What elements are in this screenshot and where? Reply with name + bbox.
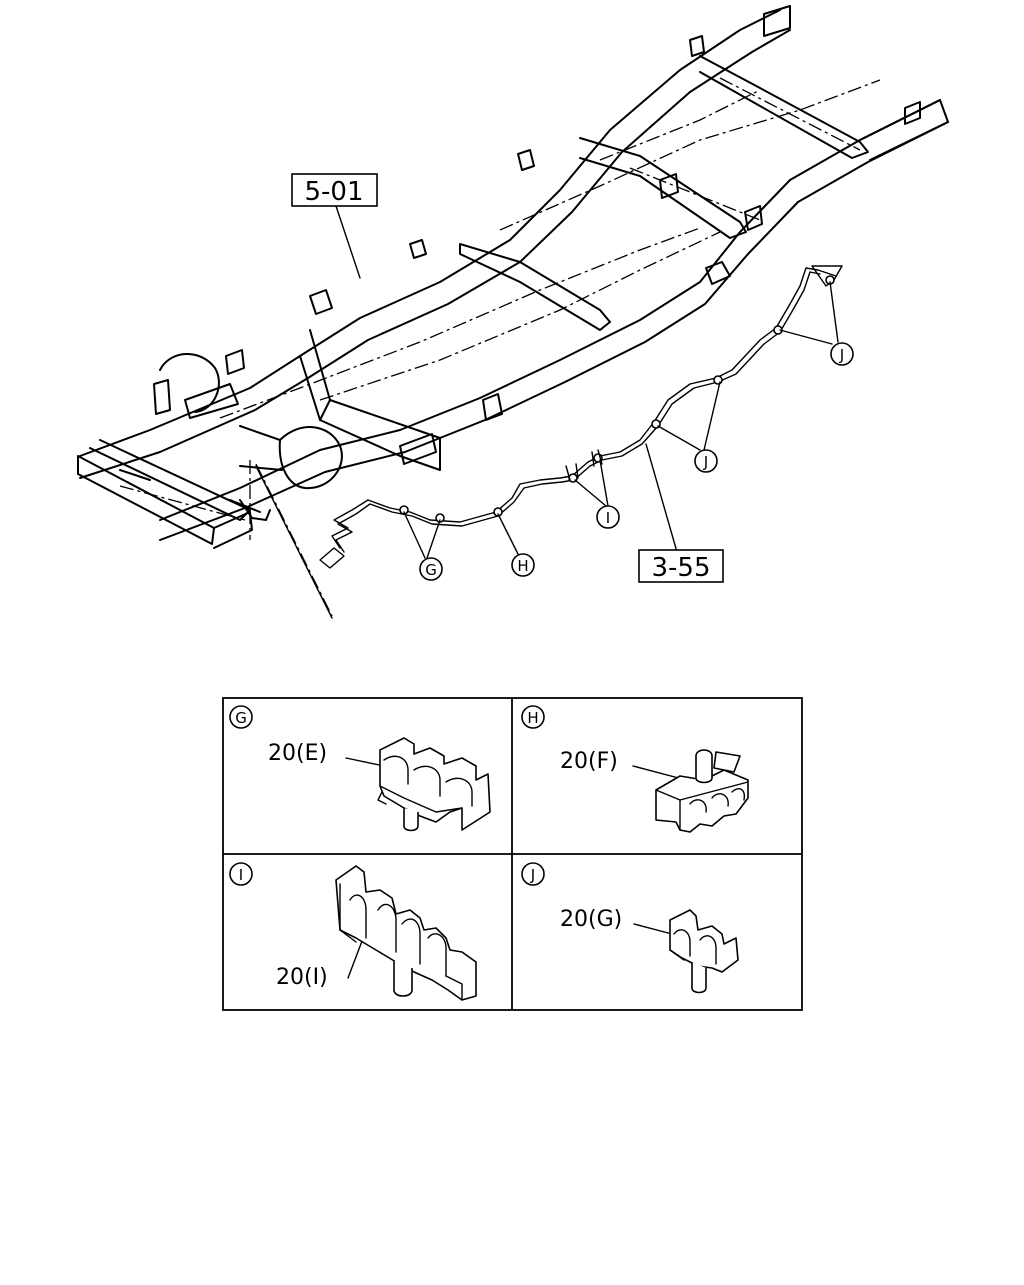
clip-g-drawing <box>377 737 491 832</box>
detail-panel-g: G 20(E) <box>229 705 491 832</box>
leader-lines <box>255 205 839 619</box>
detail-j-part-number: 20(G) <box>560 907 622 932</box>
detail-j-callout: J <box>521 862 545 886</box>
callout-j-rear-letter: J <box>703 453 708 471</box>
detail-j-letter: J <box>530 866 535 884</box>
callout-i-letter: I <box>606 509 610 527</box>
detail-g-part-number: 20(E) <box>268 741 327 766</box>
callout-g[interactable]: G <box>419 557 443 581</box>
ref-pipe-label: 3-55 <box>651 553 710 583</box>
ref-frame-label: 5-01 <box>304 177 363 207</box>
callout-g-letter: G <box>425 561 437 579</box>
clip-j-drawing <box>669 909 739 994</box>
callout-j-front-letter: J <box>839 346 844 364</box>
ref-box-frame[interactable]: 5-01 <box>291 173 378 207</box>
detail-g-callout: G <box>229 705 253 729</box>
detail-i-part-number: 20(I) <box>276 965 328 990</box>
detail-h-part-number: 20(F) <box>560 749 618 774</box>
brake-pipe <box>319 265 843 569</box>
detail-panel-h: H 20(F) <box>521 705 749 833</box>
detail-h-callout: H <box>521 705 545 729</box>
chassis-frame <box>77 5 949 549</box>
callout-h[interactable]: H <box>511 553 535 577</box>
detail-i-letter: I <box>239 866 243 884</box>
callout-j-front[interactable]: J <box>830 342 854 366</box>
detail-g-letter: G <box>235 709 247 727</box>
callout-h-letter: H <box>517 557 528 575</box>
clip-i-drawing <box>335 865 477 1001</box>
detail-panel-j: J 20(G) <box>521 862 739 994</box>
detail-h-letter: H <box>527 709 538 727</box>
detail-i-callout: I <box>229 862 253 886</box>
callout-i[interactable]: I <box>596 505 620 529</box>
detail-grid <box>222 697 803 1011</box>
detail-panel-i: I 20(I) <box>229 862 477 1001</box>
callout-j-rear[interactable]: J <box>694 449 718 473</box>
ref-box-pipe[interactable]: 3-55 <box>638 549 724 583</box>
clip-h-drawing <box>655 749 749 833</box>
